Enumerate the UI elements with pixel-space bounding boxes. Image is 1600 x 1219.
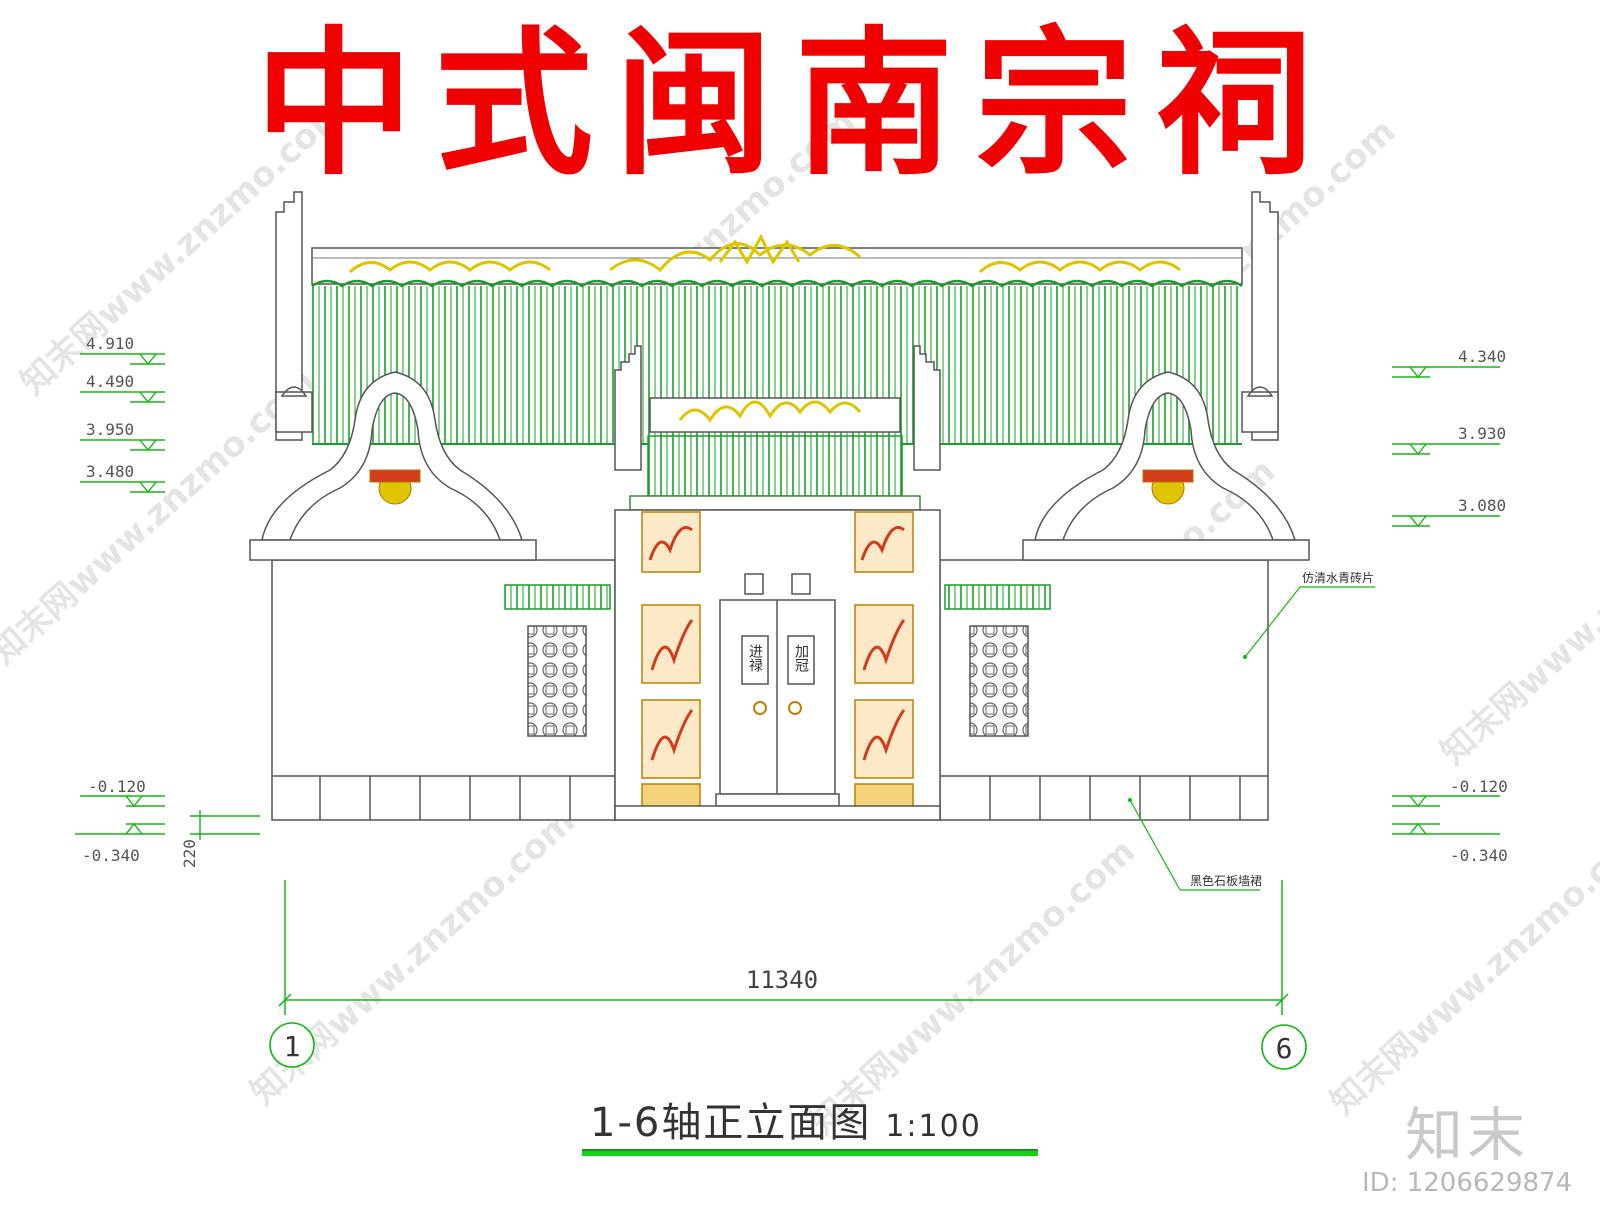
image-id: ID: 1206629874 xyxy=(1362,1168,1573,1198)
gable-medallion xyxy=(369,469,421,505)
caption-text: 1-6轴正立面图 xyxy=(590,1100,872,1146)
step-height-label: 220 xyxy=(180,839,199,868)
elevation-label: 4.910 xyxy=(86,334,134,353)
elevation-label: -0.120 xyxy=(1450,777,1508,796)
axis-label-left: 1 xyxy=(284,1030,301,1063)
overall-dimension xyxy=(278,880,1289,1015)
gable-medallion xyxy=(1142,469,1194,505)
leader-dot xyxy=(1128,798,1132,802)
door-left-text: 进禄 xyxy=(747,644,763,672)
elevation-label: 3.480 xyxy=(86,462,134,481)
axis-bubble-left xyxy=(269,1022,315,1068)
elevation-marks-left xyxy=(75,353,260,840)
door-right-text: 加冠 xyxy=(793,644,809,673)
right-wing xyxy=(939,371,1310,821)
main-roof xyxy=(311,233,1243,445)
central-gate xyxy=(614,345,941,821)
axis-bubble-right xyxy=(1261,1024,1307,1070)
material-leaders xyxy=(1129,586,1375,891)
elevation-label: 4.490 xyxy=(86,372,134,391)
elevation-label: 4.340 xyxy=(1458,347,1506,366)
leader-dot xyxy=(1243,655,1247,659)
drawing-caption: 1-6轴正立面图 1:100 xyxy=(590,1090,982,1148)
elevation-label: 3.080 xyxy=(1458,496,1506,515)
outer-gable-pillars xyxy=(275,191,1279,441)
elevation-label: -0.120 xyxy=(88,777,146,796)
left-wing xyxy=(249,371,616,821)
axis-label-right: 6 xyxy=(1276,1032,1293,1065)
axis-bubbles xyxy=(269,1022,1307,1070)
elevation-labels-left: 4.910 4.490 3.950 3.480 -0.120 -0.340 22… xyxy=(82,334,199,868)
material-label-stone: 黑色石板墙裙 xyxy=(1190,874,1262,888)
elevation-label: -0.340 xyxy=(82,846,140,865)
elevation-labels-right: 4.340 3.930 3.080 -0.120 -0.340 xyxy=(1450,347,1508,865)
elevation-label: 3.930 xyxy=(1458,424,1506,443)
caption-underline xyxy=(582,1149,1038,1156)
elevation-label: 3.950 xyxy=(86,420,134,439)
page-title: 中式闽南宗祠 xyxy=(255,13,1335,197)
elevation-marks-right xyxy=(1392,366,1500,835)
ridge-ornament xyxy=(348,233,1181,274)
overall-dimension-label: 11340 xyxy=(746,966,818,994)
pillar-vases xyxy=(280,386,1274,397)
elevation-label: -0.340 xyxy=(1450,846,1508,865)
brand-logo: 知末 xyxy=(1405,1101,1530,1169)
caption-scale: 1:100 xyxy=(885,1109,982,1144)
material-label-tile: 仿清水青砖片 xyxy=(1302,570,1374,585)
